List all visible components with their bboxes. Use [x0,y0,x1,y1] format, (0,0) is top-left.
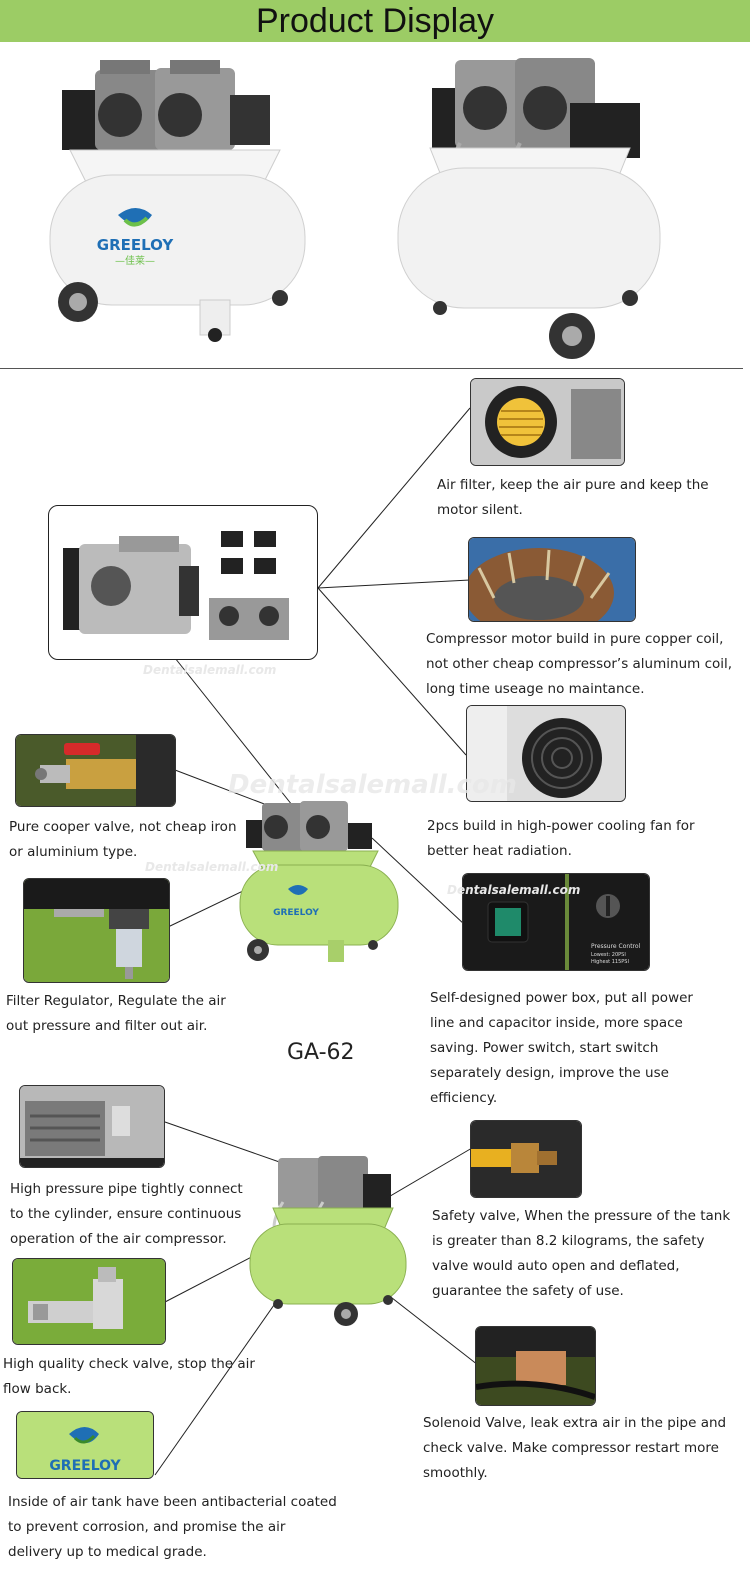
pressure-label-title: Pressure Control [591,943,641,950]
page-title: Product Display [255,1,495,40]
solenoid-valve-photo [475,1326,596,1406]
caption-tank: Inside of air tank have been antibacteri… [8,1494,337,1560]
pressure-label-low: Lowest: 20PSI [591,952,626,958]
product-photo-front: GREELOY —佳莱— [40,50,330,350]
caption-air-filter: Air filter, keep the air pure and keep t… [437,477,709,518]
tank-logo-photo: GREELOY [16,1411,154,1479]
pump-head-box [48,505,318,660]
caption-filter-regulator: Filter Regulator, Regulate the air out p… [6,993,226,1034]
watermark-large: Dentalsalemall.com [228,770,517,800]
caption-pressure-pipe: High pressure pipe tightly connect to th… [10,1181,243,1247]
safety-valve-photo [470,1120,582,1198]
header-banner: Product Display [0,0,750,42]
brand-logo-text: GREELOY [97,236,175,254]
caption-solenoid: Solenoid Valve, leak extra air in the pi… [423,1415,727,1481]
caption-power-box: Self-designed power box, put all power l… [430,990,693,1106]
model-label: GA-62 [287,1040,355,1065]
check-valve-photo [12,1258,166,1345]
caption-safety-valve: Safety valve, When the pressure of the t… [432,1208,731,1299]
section-divider [0,368,743,369]
air-filter-photo [470,378,625,466]
tank-logo-text: GREELOY [49,1458,121,1474]
watermark-small: Dentalsalemall.com [143,663,277,677]
filter-regulator-photo [23,878,170,983]
caption-check-valve: High quality check valve, stop the air f… [3,1356,255,1397]
cooper-valve-photo [15,734,176,807]
caption-fan: 2pcs build in high-power cooling fan for… [427,818,695,859]
product-photo-back [390,48,670,363]
ga62-logo-text: GREELOY [273,908,319,918]
caption-cooper-valve: Pure cooper valve, not cheap iron or alu… [9,819,237,860]
power-box-photo: Pressure Control Lowest: 20PSI Highest 1… [462,873,650,971]
cooling-fan-photo [466,705,626,802]
watermark-small-2: Dentalsalemall.com [145,860,279,874]
motor-coil-photo [468,537,636,622]
compressor-ga62-photo: GREELOY [238,795,403,975]
caption-motor: Compressor motor build in pure copper co… [426,631,733,697]
compressor-bottom-photo [248,1152,408,1332]
watermark-small-3: Dentalsalemall.com [447,883,581,897]
pressure-label-high: Highest 115PSI [591,959,629,965]
pressure-pipe-photo [19,1085,165,1168]
brand-logo-sub: —佳莱— [115,254,155,267]
